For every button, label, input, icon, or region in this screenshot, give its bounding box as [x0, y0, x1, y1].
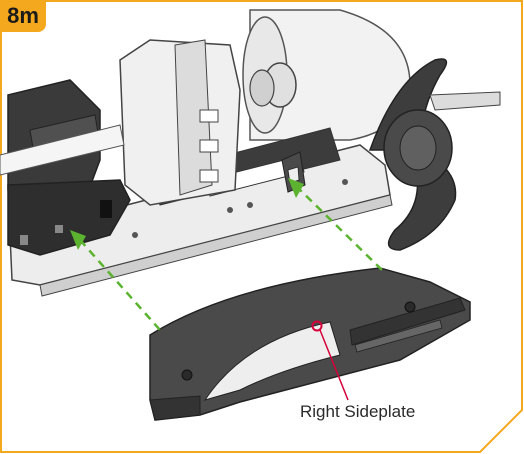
guide-arrow-left — [70, 230, 86, 250]
shaft-collar — [249, 62, 297, 108]
guide-line-right — [295, 185, 383, 271]
step-badge: 8m — [0, 0, 46, 32]
callout-leader — [311, 320, 349, 401]
right-sideplate — [149, 267, 471, 421]
callout-label: Right Sideplate — [300, 402, 416, 421]
latch-clip — [281, 151, 306, 193]
guide-arrow-right — [288, 178, 304, 198]
gearbox-housing — [119, 39, 241, 206]
alignment-guides — [70, 178, 383, 331]
guide-line-left — [79, 239, 161, 331]
left-shaft — [0, 124, 125, 176]
propeller — [368, 58, 501, 251]
